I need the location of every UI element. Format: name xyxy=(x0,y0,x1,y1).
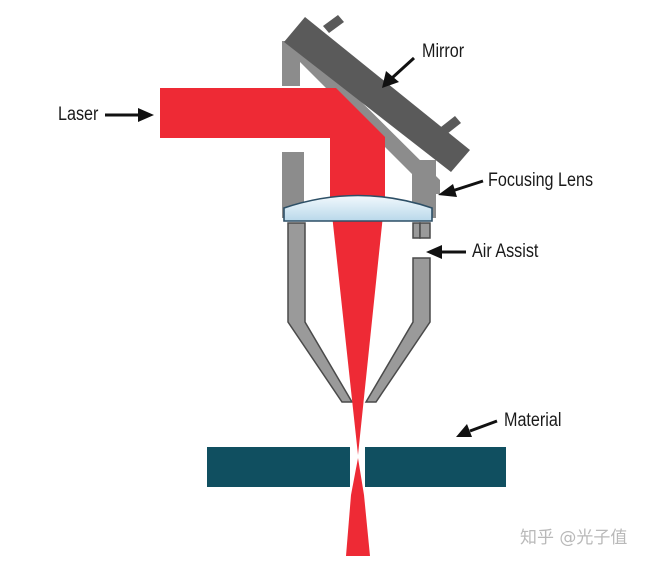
callout-arrows xyxy=(105,56,498,437)
mirror-arrow-icon xyxy=(382,56,416,88)
focusing-lens xyxy=(283,194,433,222)
material-plate xyxy=(207,447,506,487)
mirror-label: Mirror xyxy=(422,41,465,62)
focusing-lens-arrow-icon xyxy=(438,179,484,197)
material-label: Material xyxy=(504,410,562,431)
air-assist-label: Air Assist xyxy=(472,241,539,262)
material-arrow-icon xyxy=(456,419,498,437)
laser-arrow-icon xyxy=(105,108,154,122)
focusing-lens-label: Focusing Lens xyxy=(488,170,594,191)
air-assist-arrow-icon xyxy=(426,245,466,259)
watermark-text: 知乎 @光子值 xyxy=(520,528,628,548)
mirror-assembly xyxy=(284,15,470,172)
nozzle xyxy=(287,222,431,403)
laser-label: Laser xyxy=(58,104,99,125)
laser-beam xyxy=(160,88,385,556)
